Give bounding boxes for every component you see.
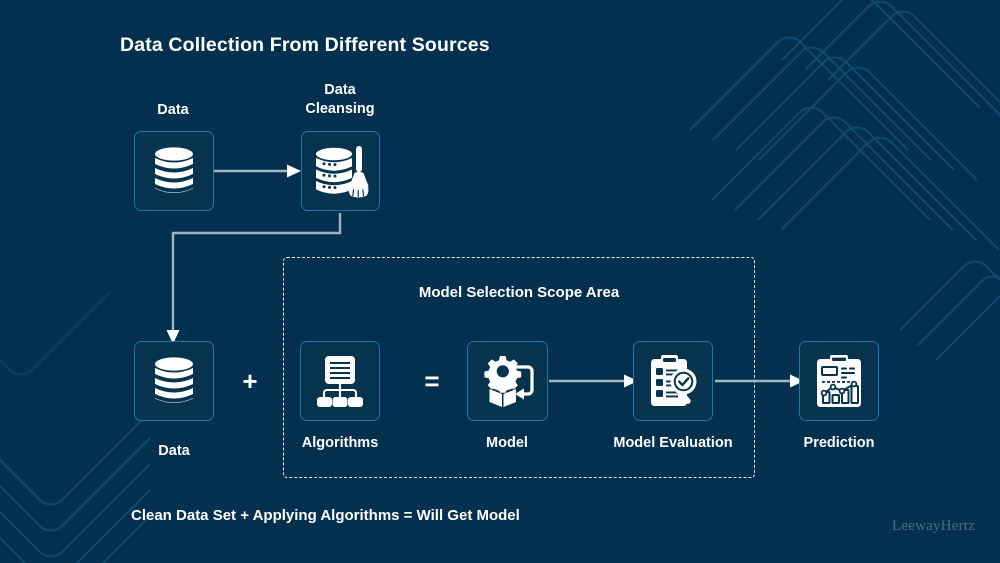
caption-algorithms: Algorithms [301, 435, 379, 451]
node-data-cleansing[interactable] [301, 131, 380, 211]
node-algorithms[interactable] [300, 341, 380, 421]
page-title: Data Collection From Different Sources [120, 34, 490, 56]
caption-data-source: Data [157, 102, 189, 118]
clipboard-check-magnifier-icon [651, 355, 697, 406]
caption-model: Model [486, 435, 528, 451]
operator-equals: = [424, 366, 440, 396]
watermark-logo: LeewayHertz [892, 518, 975, 534]
database-icon [155, 147, 193, 193]
caption-prediction: Prediction [803, 435, 875, 451]
caption-model-evaluation: Model Evaluation [613, 435, 733, 451]
node-model-evaluation[interactable] [633, 341, 713, 421]
caption-data-cleansing: Data Cleansing [305, 82, 375, 117]
clipboard-chart-icon [817, 355, 861, 407]
operator-plus: + [242, 366, 258, 396]
node-data-source[interactable] [134, 131, 214, 211]
node-model[interactable] [467, 341, 548, 421]
node-prediction[interactable] [799, 341, 879, 421]
footer-caption: Clean Data Set + Applying Algorithms = W… [131, 507, 520, 524]
node-data-clean[interactable] [134, 341, 214, 421]
gear-box-icon [483, 356, 534, 407]
database-broom-icon [315, 146, 368, 198]
hierarchy-document-icon [317, 356, 363, 407]
scope-area-label: Model Selection Scope Area [418, 284, 620, 301]
database-icon [155, 357, 193, 403]
caption-data-clean: Data [158, 443, 190, 459]
model-selection-scope-area [283, 257, 755, 478]
